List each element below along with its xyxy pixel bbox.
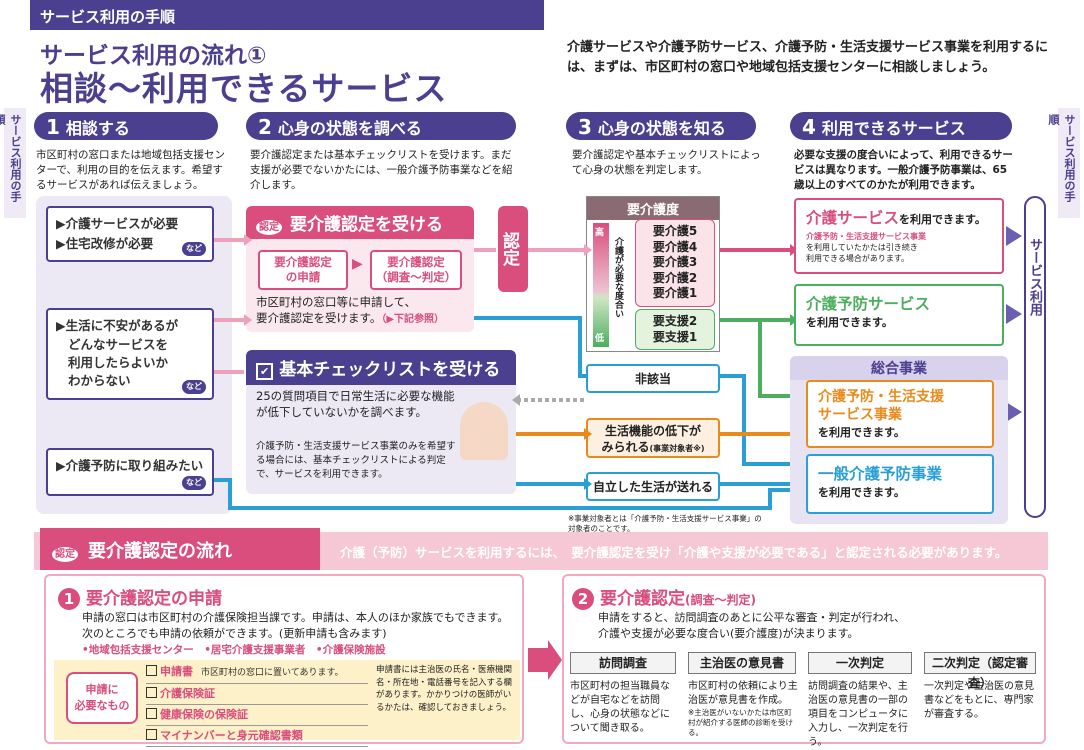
flow-title: 認定要介護認定の流れ — [40, 528, 320, 570]
step-1-desc: 市区町村の窓口または地域包括支援センターで、利用の目的を伝えます。希望するサービ… — [36, 149, 225, 191]
apply-button[interactable]: 要介護認定 の申請 — [258, 250, 348, 290]
chevron-right-icon: ▶ — [352, 256, 363, 272]
consult-card-anxiety: ▶生活に不安があるが どんなサービスを 利用したらよいか わからない など — [46, 308, 214, 400]
service-seikatsu: 介護予防・生活支援 サービス事業 を利用できます。 — [806, 380, 994, 448]
checkbox-icon — [146, 729, 157, 740]
checklist-box: ✔基本チェックリストを受ける 25の質問項目で日常生活に必要な機能が低下していな… — [246, 350, 516, 494]
stage-visit: 訪問調査 — [570, 652, 676, 674]
checkbox-icon — [146, 708, 157, 719]
checkbox-icon: ✔ — [256, 363, 274, 380]
side-label-right: サービス利用の手順 — [1047, 108, 1080, 218]
need-label: 申請に 必要なもの — [66, 672, 138, 724]
step-4-desc: 必要な支援の度合いによって、利用できるサービスは異なります。一般介護予防事業は、… — [794, 149, 1013, 191]
step-2-desc: 要介護認定または基本チェックリストを受けます。まだ支援が必要でないかたには、一般… — [250, 149, 513, 191]
result-hi: 非該当 — [586, 364, 720, 393]
flow-info: 介護（予防）サービスを利用するには、 要介護認定を受け「介護や支援が必要である」… — [340, 545, 1008, 560]
apply-side-note: 申請書には主治医の氏名・医療機関名・所在地・電話番号を記入する欄があります。かか… — [376, 665, 513, 713]
senior-illustration — [460, 402, 508, 460]
nintei-label: 認定 — [498, 206, 528, 292]
section-header: サービス利用の手順 — [30, 0, 544, 30]
service-kaigo: 介護サービスを利用できます。 介護予防・生活支援サービス事業を利用していたかたは… — [794, 198, 1004, 274]
checkbox-icon — [146, 687, 157, 698]
page-title-line2: 相談～利用できるサービス — [40, 69, 448, 108]
side-label-left: サービス利用の手順 — [0, 108, 26, 218]
consult-card-prevention: ▶介護予防に取り組みたい など — [46, 448, 214, 496]
intro-text: 介護サービスや介護予防サービス、介護予防・生活支援サービス事業を利用するには、ま… — [567, 40, 1049, 75]
step-3-desc: 要介護認定や基本チェックリストによって心身の状態を判定します。 — [572, 149, 761, 176]
stage-second: 二次判定（認定審査） — [924, 652, 1036, 690]
result-independent: 自立した生活が送れる — [586, 472, 720, 501]
service-use-label: サービス利用 — [1024, 196, 1046, 518]
page-title-line1: サービス利用の流れ① — [40, 43, 267, 69]
stage-opinion: 主治医の意見書 — [688, 652, 796, 674]
service-yobo: 介護予防サービス を利用できます。 — [794, 284, 1004, 346]
arrow-right-icon — [528, 640, 562, 680]
judge-button[interactable]: 要介護認定 （調査～判定） — [370, 250, 462, 290]
result-decline: 生活機能の低下がみられる(事業対象者※) — [586, 418, 720, 458]
service-ippan: 一般介護予防事業 を利用できます。 — [806, 454, 994, 514]
checkbox-icon — [146, 665, 157, 676]
care-level-gradient — [593, 223, 609, 347]
footnote: ※事業対象者とは「介護予防・生活支援サービス事業」の対象者のことです。 — [568, 514, 762, 533]
nintei-box: 認定要介護認定を受ける 要介護認定 の申請 ▶ 要介護認定 （調査～判定） 市区… — [246, 206, 474, 332]
consult-card-care: ▶介護サービスが必要▶住宅改修が必要 など — [46, 206, 214, 262]
stage-first: 一次判定 — [808, 652, 912, 674]
